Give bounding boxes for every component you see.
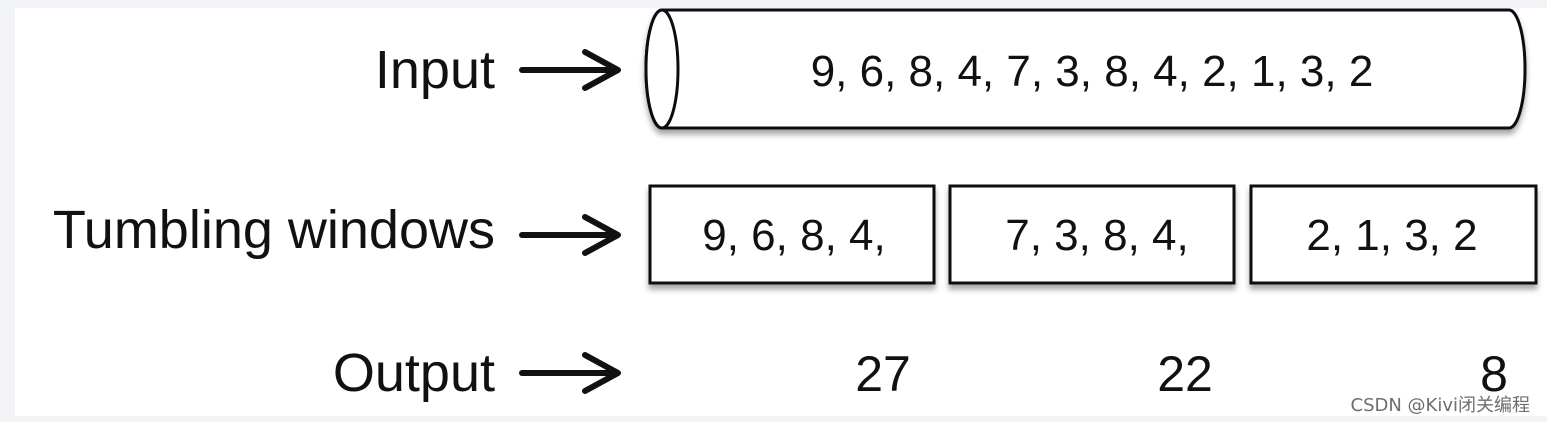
input-label: Input bbox=[375, 40, 495, 100]
output-value-2: 22 bbox=[1157, 346, 1213, 402]
input-arrow-icon bbox=[519, 49, 621, 91]
window-2-values: 7, 3, 8, 4, bbox=[1005, 211, 1188, 260]
csdn-watermark: CSDN @Kivi闭关编程 bbox=[1351, 395, 1531, 416]
input-stream-values: 9, 6, 8, 4, 7, 3, 8, 4, 2, 1, 3, 2 bbox=[811, 47, 1374, 96]
window-box-3: 2, 1, 3, 2 bbox=[1249, 184, 1538, 285]
output-arrow-icon bbox=[519, 352, 621, 394]
window-box-1: 9, 6, 8, 4, bbox=[648, 184, 936, 285]
output-value-1: 27 bbox=[855, 346, 911, 402]
output-value-3: 8 bbox=[1480, 346, 1508, 402]
window-box-2: 7, 3, 8, 4, bbox=[948, 184, 1236, 285]
tumbling-windows-label: Tumbling windows bbox=[53, 200, 495, 260]
input-stream-cylinder bbox=[644, 8, 1527, 130]
window-3-values: 2, 1, 3, 2 bbox=[1306, 211, 1477, 260]
tumbling-arrow-icon bbox=[519, 214, 621, 256]
output-label: Output bbox=[333, 343, 495, 403]
window-1-values: 9, 6, 8, 4, bbox=[702, 211, 885, 260]
